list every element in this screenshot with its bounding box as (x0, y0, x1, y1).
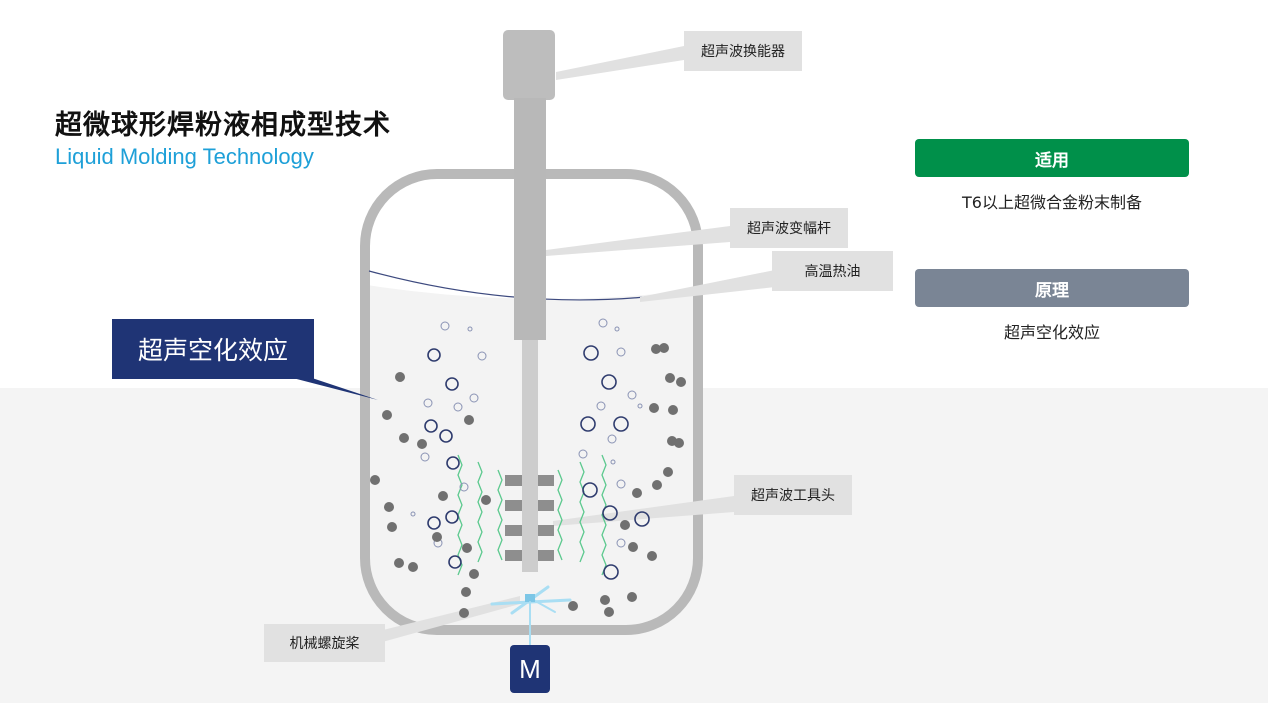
horn-shaft-upper (514, 98, 546, 340)
label-hot-oil: 高温热油 (772, 251, 893, 291)
tool-head (505, 475, 554, 561)
transducer-icon (503, 30, 555, 100)
principle-header: 原理 (915, 269, 1189, 307)
propeller-icon (490, 585, 572, 646)
leader-transducer (556, 46, 684, 80)
label-tool-head: 超声波工具头 (734, 475, 852, 515)
label-horn: 超声波变幅杆 (730, 208, 848, 248)
small-bubbles (410, 318, 643, 548)
label-propeller: 机械螺旋桨 (264, 624, 385, 662)
horn-shaft-lower (522, 340, 538, 572)
label-transducer: 超声波换能器 (684, 31, 802, 71)
leader-tool-head (553, 496, 734, 526)
application-header: 适用 (915, 139, 1189, 177)
cavitation-effect-label: 超声空化效应 (112, 319, 314, 379)
application-text: T6以上超微合金粉末制备 (962, 193, 1142, 212)
motor-badge: M (510, 645, 550, 693)
principle-text: 超声空化效应 (1003, 323, 1100, 342)
leader-hot-oil (640, 270, 775, 302)
page-subtitle: Liquid Molding Technology (55, 144, 314, 169)
powder-particles (370, 343, 686, 618)
leader-horn (546, 226, 730, 256)
leader-propeller (375, 596, 520, 644)
leader-cavitation (285, 376, 378, 400)
page-title: 超微球形焊粉液相成型技术 (55, 110, 391, 141)
cavitation-bubbles (424, 345, 650, 580)
wave-icon (457, 454, 607, 576)
